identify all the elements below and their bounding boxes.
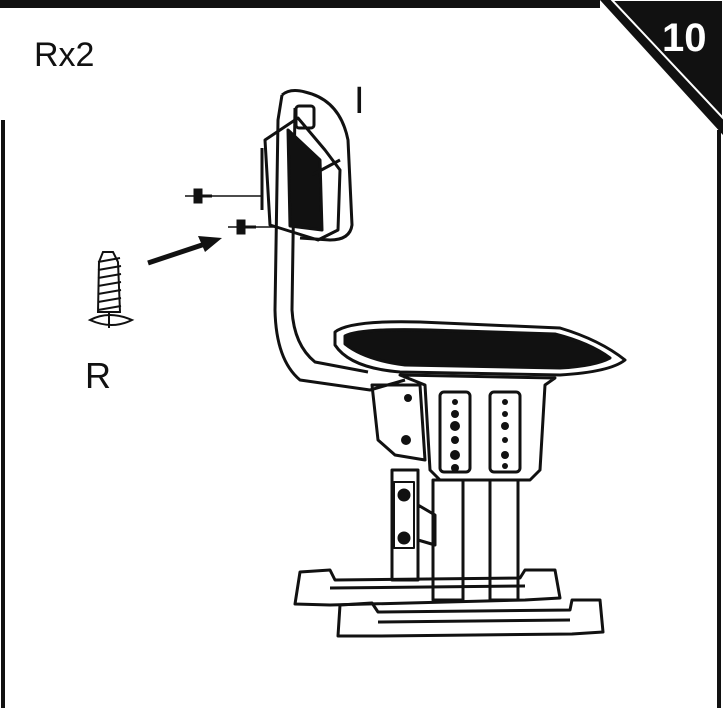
direction-arrow bbox=[147, 236, 222, 266]
chair-drawing bbox=[260, 89, 627, 638]
hardware-quantity-label: Rx2 bbox=[34, 36, 95, 74]
backrest-part-label: I bbox=[354, 80, 365, 122]
screw-part-label: R bbox=[85, 355, 111, 396]
top-bar bbox=[0, 0, 600, 8]
step-number: 10 bbox=[662, 16, 707, 60]
step-badge bbox=[600, 0, 723, 135]
screw-small-icon bbox=[185, 188, 275, 235]
screw-icon bbox=[87, 251, 135, 328]
